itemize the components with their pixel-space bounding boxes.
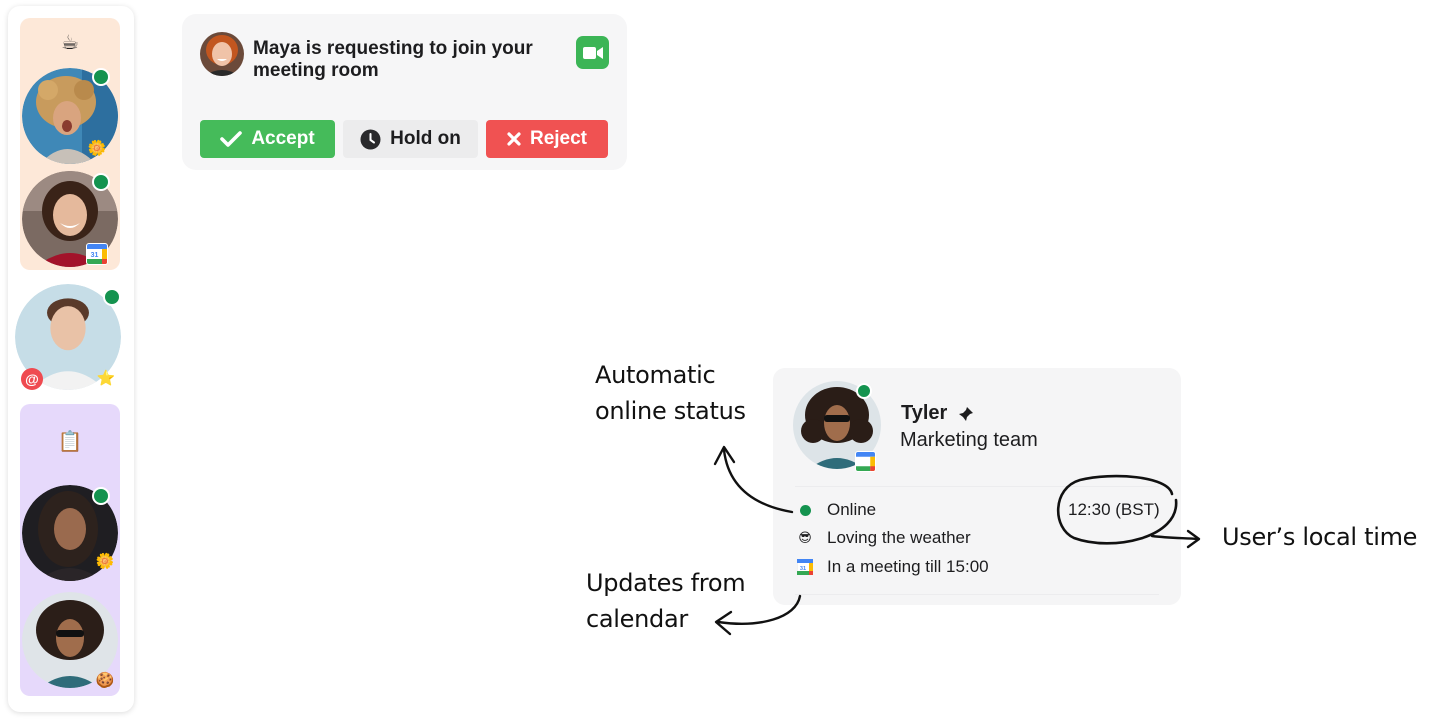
custom-status-row: 😎 Loving the weather [797, 528, 971, 548]
video-call-button[interactable] [576, 36, 609, 69]
accept-label: Accept [251, 128, 315, 149]
online-dot [856, 383, 872, 399]
arrowhead-local-time [1186, 529, 1201, 549]
divider [795, 594, 1159, 595]
hold-on-button[interactable]: Hold on [343, 120, 478, 158]
reject-label: Reject [529, 128, 588, 149]
annotation-line: online status [595, 397, 746, 425]
clipboard-group[interactable]: 📋 🌼 [20, 404, 120, 696]
avatar-user-2[interactable]: 31 [22, 171, 118, 267]
annotation-line: calendar [586, 605, 688, 633]
avatar-photo [22, 592, 118, 688]
video-camera-icon [582, 46, 603, 59]
coffee-icon: ☕ [61, 32, 79, 54]
clipboard-icon: 📋 [57, 431, 83, 453]
online-dot [103, 288, 121, 306]
annotation-line: Automatic [595, 361, 716, 389]
pin-icon[interactable] [958, 406, 974, 422]
google-calendar-icon: 31 [797, 559, 813, 575]
annotation-calendar: Updates from calendar [586, 565, 746, 637]
requester-avatar [200, 32, 244, 76]
online-dot-icon [797, 502, 813, 518]
checkmark-icon [220, 131, 243, 147]
svg-text:31: 31 [91, 252, 99, 259]
join-request-card: Maya is requesting to join your meeting … [182, 14, 627, 170]
accept-button[interactable]: Accept [200, 120, 335, 158]
profile-team: Marketing team [900, 429, 1038, 451]
divider [795, 486, 1159, 487]
flower-status-icon: 🌼 [95, 553, 115, 570]
online-status-row: Online [797, 500, 876, 520]
google-calendar-icon [855, 451, 876, 472]
avatar-user-4[interactable]: 🌼 [22, 485, 118, 581]
annotation-line: Updates from [586, 569, 746, 597]
coffee-break-group[interactable]: ☕ 🌼 [20, 18, 120, 270]
hold-on-label: Hold on [390, 128, 461, 149]
online-dot [92, 68, 110, 86]
online-dot [92, 173, 110, 191]
svg-text:31: 31 [800, 566, 806, 572]
mention-icon: @ [21, 368, 43, 390]
presence-sidebar: ☕ 🌼 [8, 6, 134, 712]
sunglasses-emoji-icon: 😎 [798, 530, 812, 545]
profile-name: Tyler [901, 402, 948, 424]
flower-status-icon: 🌼 [87, 140, 107, 157]
avatar-user-1[interactable]: 🌼 [22, 68, 118, 164]
user-profile-card: Tyler Marketing team Online 😎 Loving the… [773, 368, 1181, 605]
online-status-text: Online [827, 500, 877, 519]
google-calendar-icon: 31 [86, 243, 108, 265]
online-dot [92, 487, 110, 505]
cookie-icon: 🍪 [95, 672, 115, 689]
custom-status-text: Loving the weather [827, 528, 971, 547]
calendar-status-row: 31 In a meeting till 15:00 [797, 557, 989, 577]
calendar-status-text: In a meeting till 15:00 [827, 557, 989, 576]
star-icon: ⭐ [96, 370, 116, 387]
local-time-text: 12:30 (BST) [1068, 500, 1160, 519]
join-request-message: Maya is requesting to join your meeting … [253, 38, 533, 81]
avatar-photo [22, 171, 118, 267]
annotation-local-time: User’s local time [1222, 523, 1418, 551]
clock-icon [360, 129, 381, 149]
avatar-user-5[interactable]: 🍪 [22, 592, 118, 689]
avatar-user-3[interactable]: @ ⭐ [15, 284, 121, 390]
reject-button[interactable]: Reject [486, 120, 608, 158]
profile-avatar[interactable] [793, 381, 881, 472]
annotation-online-status: Automatic online status [595, 357, 746, 429]
close-icon [507, 132, 521, 146]
arrowhead-online-status [713, 445, 736, 466]
